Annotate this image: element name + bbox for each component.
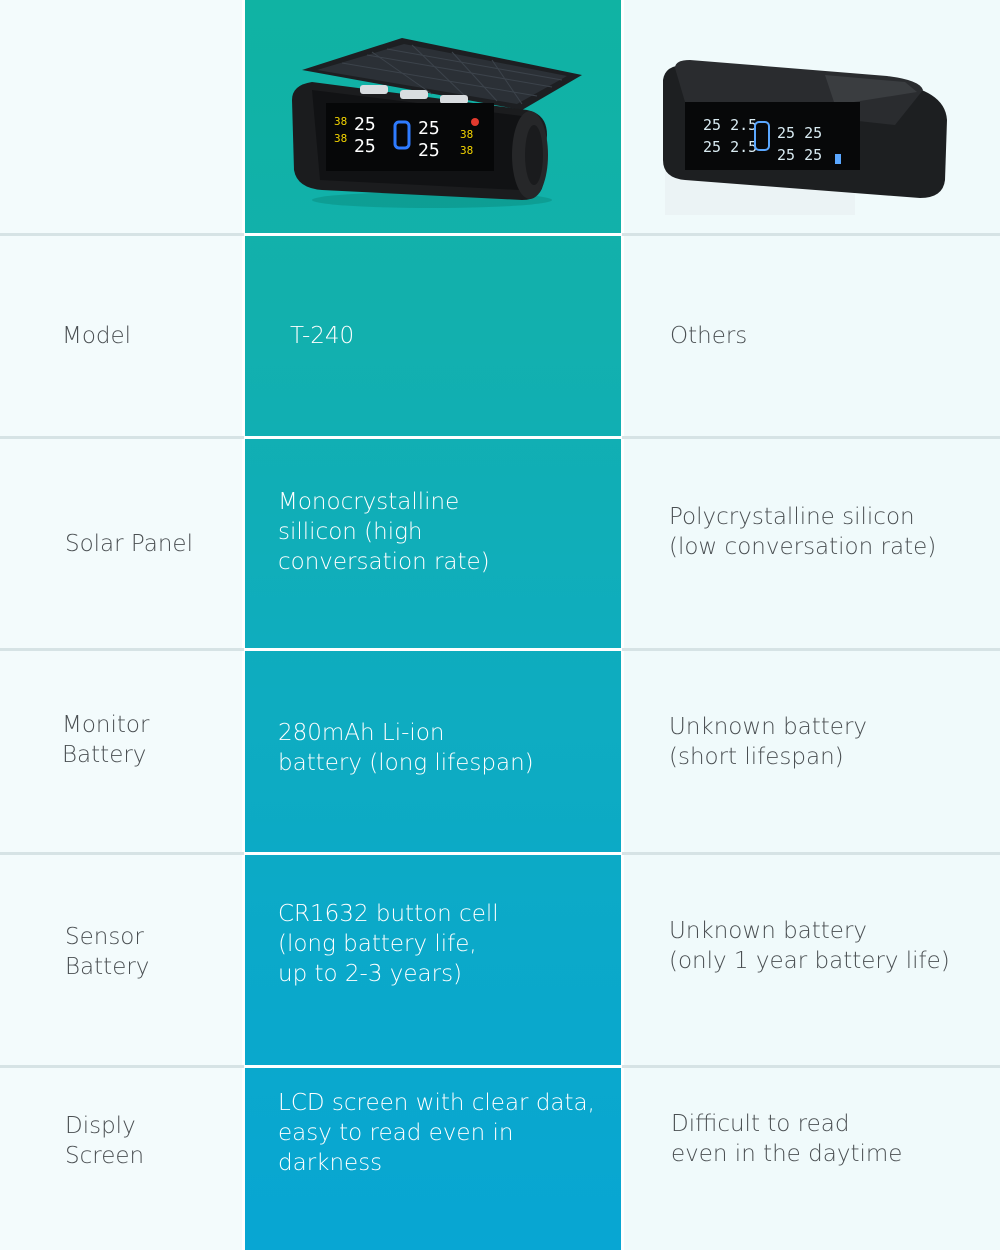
row-label-monitor-battery: Monitor Battery: [62, 711, 150, 768]
svg-text:25 25: 25 25: [777, 124, 822, 142]
row-divider: [0, 852, 1000, 855]
column-divider: [242, 0, 245, 1250]
svg-text:38: 38: [334, 132, 347, 145]
svg-text:25: 25: [354, 136, 376, 157]
column-divider: [621, 0, 624, 1250]
others-model: Others: [670, 323, 748, 349]
row-label-solar-panel: Solar Panel: [65, 530, 193, 557]
svg-text:38: 38: [460, 144, 473, 157]
row-divider: [0, 1065, 1000, 1068]
t240-monitor-battery: 280mAh Li-ion battery (long lifespan): [278, 719, 534, 776]
t240-product-image: 38 38 25 25 25 25 38 38: [282, 30, 582, 210]
row-divider: [0, 233, 1000, 236]
others-sensor-battery: Unknown battery (only 1 year battery lif…: [669, 918, 950, 974]
svg-text:25: 25: [354, 114, 376, 135]
label-column: [0, 0, 244, 1250]
others-solar-panel: Polycrystalline silicon (low conversatio…: [669, 503, 937, 560]
t240-sensor-battery: CR1632 button cell (long battery life, u…: [278, 901, 499, 987]
row-divider: [0, 648, 1000, 651]
svg-text:25: 25: [418, 118, 440, 139]
svg-text:38: 38: [334, 115, 347, 128]
svg-text:25 2.5: 25 2.5: [703, 138, 757, 156]
others-monitor-battery: Unknown battery (short lifespan): [669, 713, 868, 770]
t240-display-screen: LCD screen with clear data, easy to read…: [278, 1090, 595, 1176]
row-label-sensor-battery: Sensor Battery: [65, 924, 150, 980]
svg-text:25 2.5: 25 2.5: [703, 116, 757, 134]
row-label-display-screen: Disply Screen: [65, 1113, 145, 1169]
t240-model: T-240: [290, 323, 355, 349]
svg-text:25 25: 25 25: [777, 146, 822, 164]
others-display-screen: Difficult to read even in the daytime: [671, 1111, 903, 1167]
row-divider: [0, 436, 1000, 439]
t240-solar-panel: Monocrystalline sillicon (high conversat…: [278, 488, 490, 575]
svg-text:25: 25: [418, 140, 440, 161]
t240-column: [244, 0, 622, 1250]
row-label-model: Model: [62, 323, 132, 349]
others-product-image: 25 2.5 25 2.5 25 25 25 25: [655, 30, 955, 220]
svg-text:38: 38: [460, 128, 473, 141]
